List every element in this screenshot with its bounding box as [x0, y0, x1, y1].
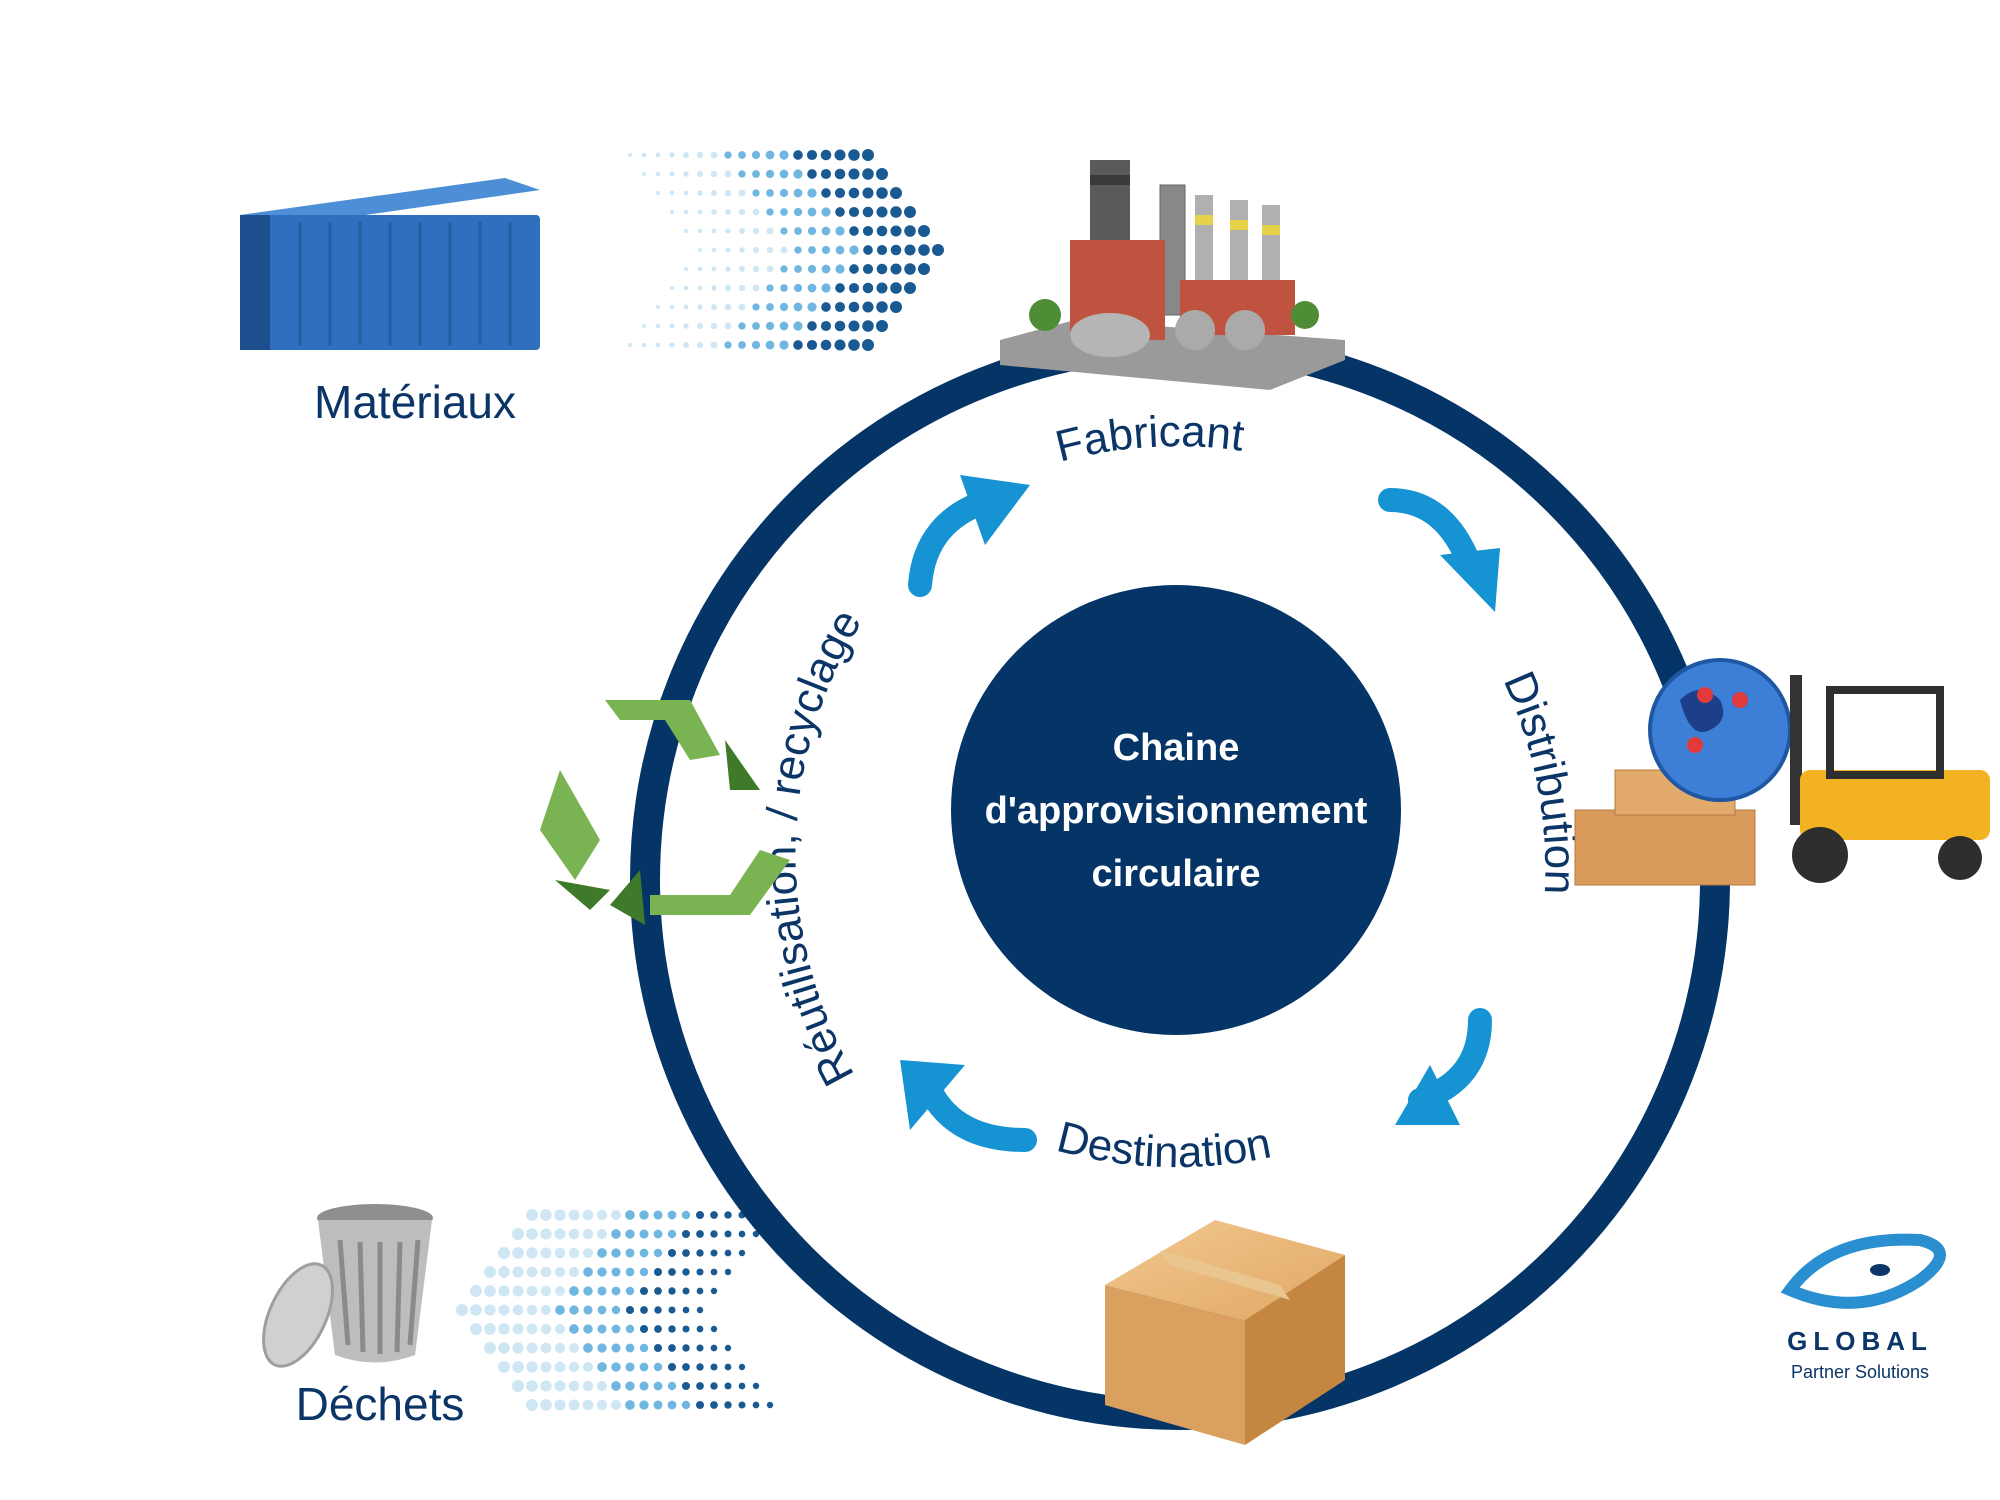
input-label-waste: Déchets: [296, 1378, 465, 1430]
center-title-line3: circulaire: [1092, 853, 1261, 895]
input-label-materials: Matériaux: [314, 376, 516, 428]
cardboard-box-icon: [1105, 1220, 1345, 1445]
shipping-container-icon: [240, 178, 540, 350]
arrow-recycling-to-fabricant: [908, 475, 1030, 597]
globe-forklift-icon: [1574, 658, 1990, 886]
stage-label-destination: Destination: [1052, 1112, 1274, 1177]
recycle-icon: [540, 700, 790, 925]
logo-name: GLOBAL: [1787, 1326, 1933, 1356]
factory-icon: [1000, 160, 1345, 390]
stage-label-distribution: Distribution: [1494, 665, 1584, 896]
center-title-line2: d'approvisionnement: [985, 790, 1368, 832]
logo-subtitle: Partner Solutions: [1791, 1362, 1929, 1382]
arrow-distribution-to-destination: [1395, 1008, 1492, 1125]
trash-can-icon: [262, 1204, 433, 1368]
arrow-fabricant-to-distribution: [1378, 488, 1500, 612]
center-title-line1: Chaine: [1113, 727, 1240, 769]
chevron-dots-bottom: [456, 1209, 774, 1411]
arrow-destination-to-recycling: [900, 1060, 1037, 1152]
stage-label-recycling: Réutilisation, / recyclage: [756, 601, 871, 1094]
global-partner-solutions-logo: [1780, 1233, 1946, 1309]
chevron-dots-top: [628, 149, 944, 351]
stage-label-fabricant: Fabricant: [1051, 407, 1247, 471]
center-hub: Chaine d'approvisionnement circulaire: [951, 585, 1401, 1035]
